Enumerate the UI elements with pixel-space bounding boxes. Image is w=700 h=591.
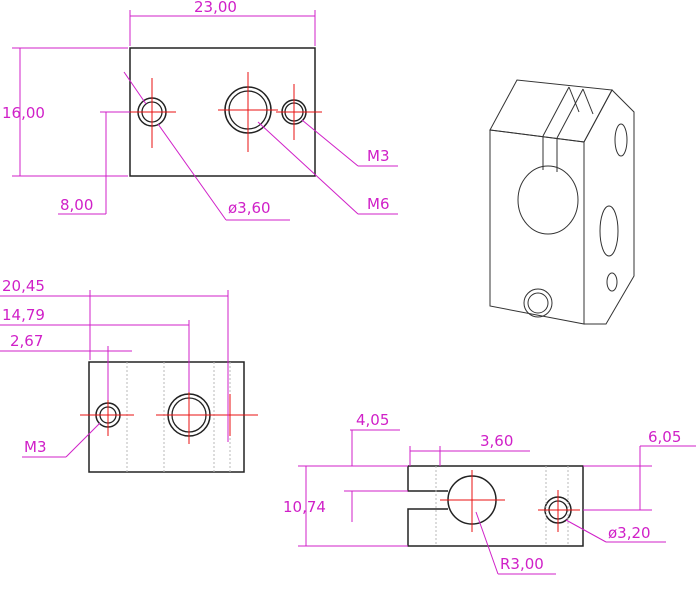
top-view-dimensions: 20,45 14,79 2,67 M3 [0,277,229,458]
front-m3-label: M3 [367,147,390,165]
side-view-dimensions: 4,05 3,60 10,74 6,05 R3,00 ø3,20 [283,411,696,575]
side-view: 4,05 3,60 10,74 6,05 R3,00 ø3,20 [283,411,696,575]
top-view: 20,45 14,79 2,67 M3 [0,277,258,473]
front-leaders: ø3,60 M6 M3 [123,71,398,221]
side-hidden-lines [435,466,569,546]
side-hole-label: ø3,20 [608,524,651,542]
iso-right-hole-low [606,272,618,292]
front-width-label: 23,00 [194,0,237,16]
isometric-view [489,79,635,325]
front-height-dimension: 16,00 [2,47,128,177]
top-view-body [88,361,245,473]
side-dim-405-label: 4,05 [356,411,389,429]
top-view-hidden-lines [126,362,231,472]
front-m6-label: M6 [367,195,390,213]
top-dim-1-label: 20,45 [2,277,45,295]
iso-right-face [583,89,635,325]
front-hole-dia-label: ø3,60 [228,199,271,217]
iso-large-hole [517,165,579,235]
iso-top-face [489,79,613,143]
side-height-label: 10,74 [283,498,326,516]
iso-right-hole-mid [599,205,619,257]
top-center-lines [80,386,258,444]
front-height-label: 16,00 [2,104,45,122]
side-dim-360-label: 3,60 [480,432,513,450]
front-hole-offset-dimension: 8,00 [58,111,130,215]
iso-right-hole-top [614,123,628,157]
front-hole-offset-label: 8,00 [60,196,93,214]
side-dim-605-label: 6,05 [648,428,681,446]
top-dim-2-label: 14,79 [2,306,45,324]
iso-slot [542,86,594,172]
iso-small-hole-inner [527,292,549,314]
front-center-lines [128,72,322,152]
side-radius-label: R3,00 [500,555,544,573]
side-center-lines [440,470,580,532]
iso-small-hole-outer [523,288,553,318]
top-m3-label: M3 [24,438,47,456]
iso-front-face [489,129,585,325]
front-view: 23,00 16,00 8,00 ø3,60 M6 M [2,0,398,221]
top-dim-3-label: 2,67 [10,332,43,350]
front-width-dimension: 23,00 [129,0,316,46]
